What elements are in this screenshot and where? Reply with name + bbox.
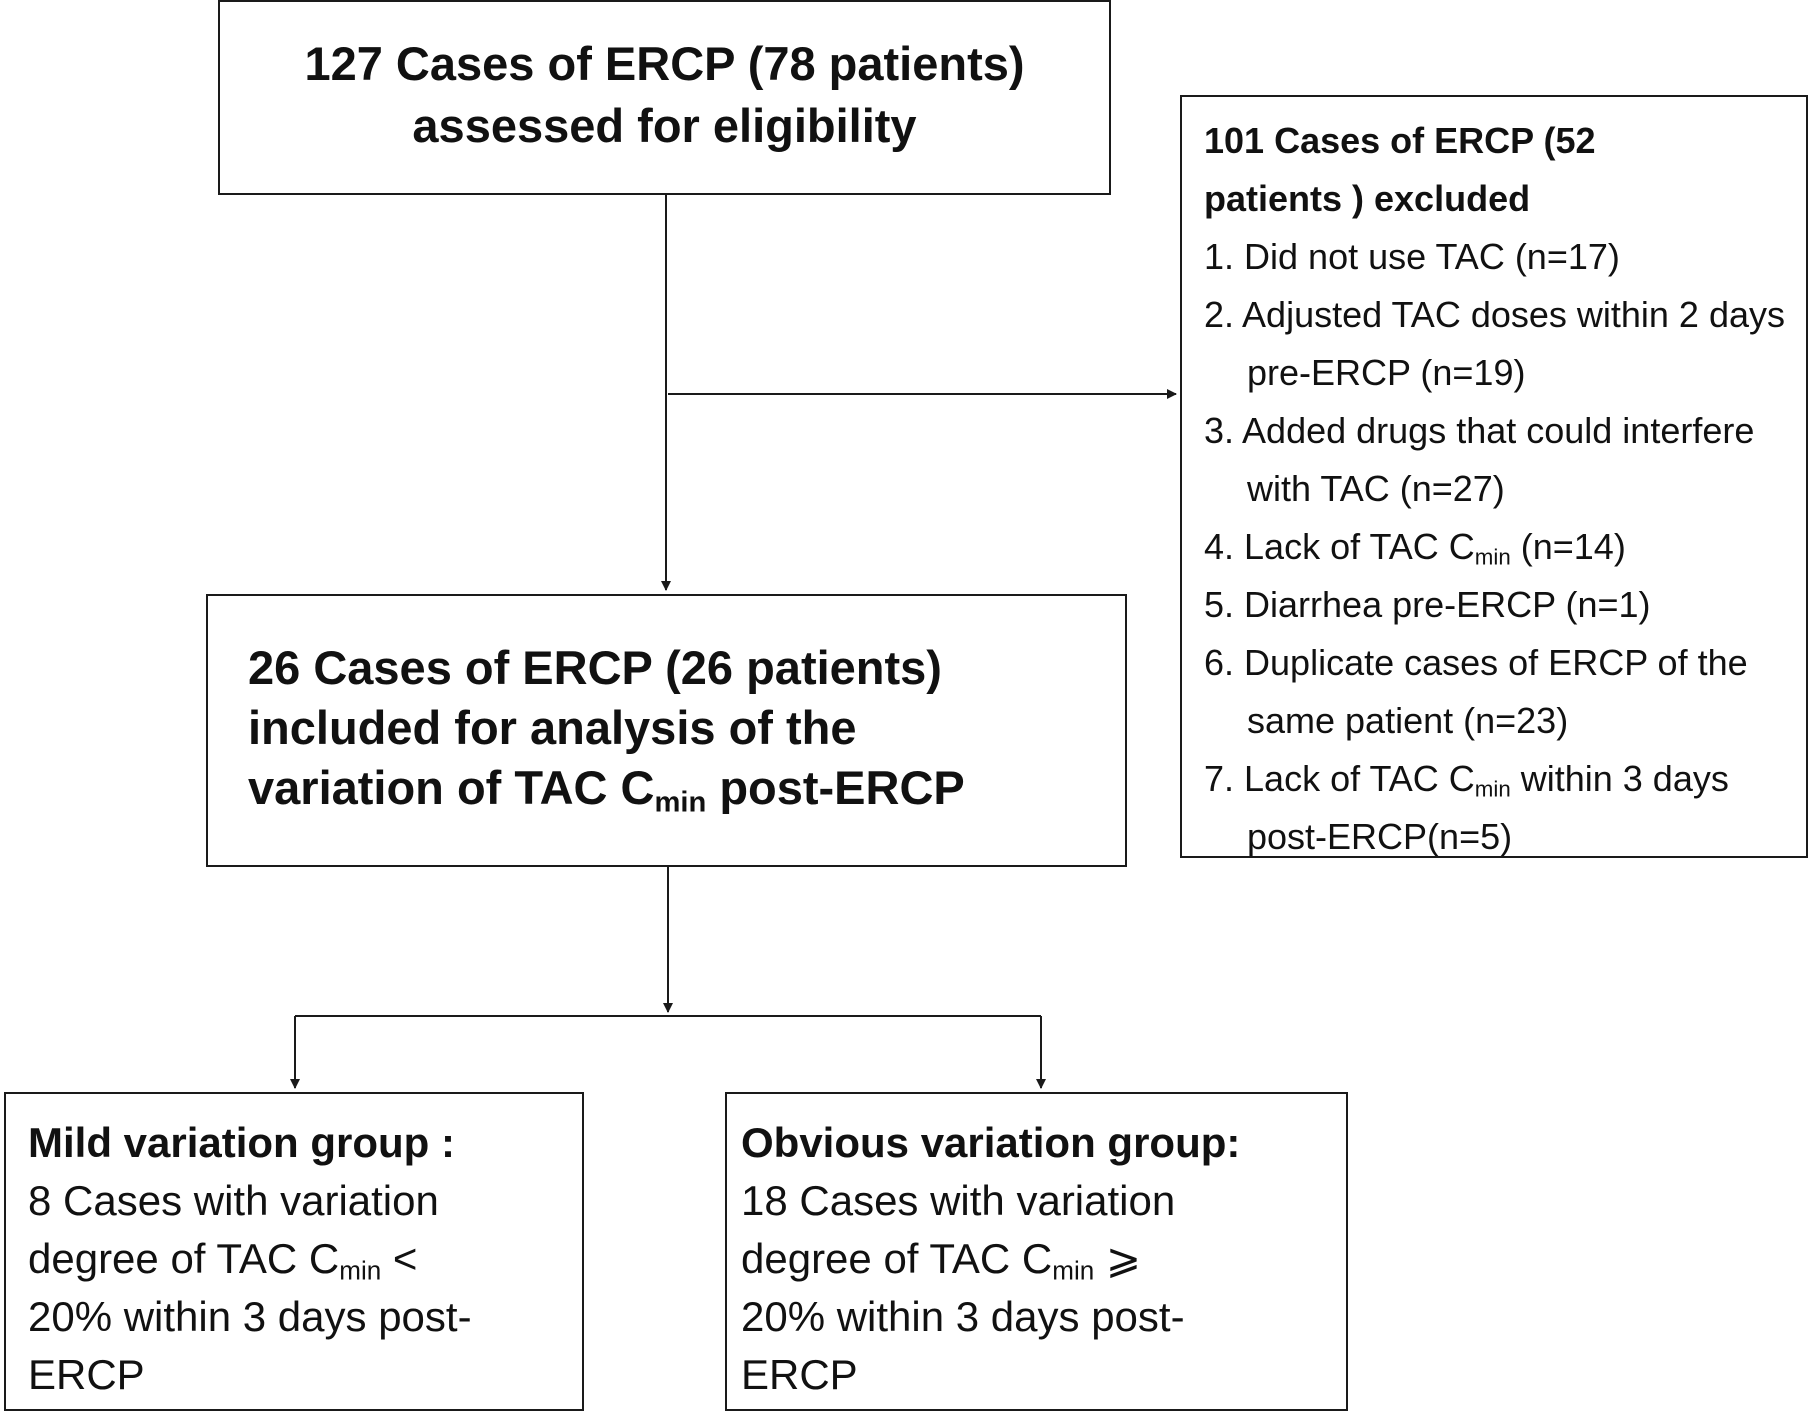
exclusion-item-4: 4. Lack of TAC Cmin (n=14) <box>1204 526 1626 570</box>
mild-line2: degree of TAC Cmin < <box>28 1235 418 1286</box>
obvious-line2: degree of TAC Cmin ⩾ <box>741 1235 1142 1286</box>
exclusion-item-6: 6. Duplicate cases of ERCP of the same p… <box>1204 642 1748 741</box>
included-line3: variation of TAC Cmin post-ERCP <box>248 761 965 819</box>
mild-line4: ERCP <box>28 1351 145 1398</box>
mild-title: Mild variation group : <box>28 1119 455 1166</box>
eligibility-line2: assessed for eligibility <box>412 99 917 152</box>
obvious-line1: 18 Cases with variation <box>741 1177 1176 1224</box>
eligibility-box: 127 Cases of ERCP (78 patients) assessed… <box>218 0 1111 195</box>
exclusion-item-5: 5. Diarrhea pre-ERCP (n=1) <box>1204 584 1651 625</box>
exclusion-item-3: 3. Added drugs that could interfere with… <box>1204 410 1755 509</box>
included-box: 26 Cases of ERCP (26 patients) included … <box>206 594 1127 867</box>
mild-line3: 20% within 3 days post- <box>28 1293 472 1340</box>
excluded-heading-line2: patients ) excluded <box>1204 178 1531 219</box>
obvious-line4: ERCP <box>741 1351 858 1398</box>
included-line2: included for analysis of the <box>248 701 857 754</box>
excluded-heading-line1: 101 Cases of ERCP (52 <box>1204 120 1596 161</box>
included-line1: 26 Cases of ERCP (26 patients) <box>248 641 942 694</box>
obvious-variation-box: Obvious variation group: 18 Cases with v… <box>725 1092 1348 1411</box>
mild-variation-box: Mild variation group : 8 Cases with vari… <box>4 1092 584 1411</box>
exclusion-item-1: 1. Did not use TAC (n=17) <box>1204 236 1620 277</box>
obvious-line3: 20% within 3 days post- <box>741 1293 1185 1340</box>
exclusion-item-7: 7. Lack of TAC Cmin within 3 days post-E… <box>1204 758 1729 857</box>
exclusion-item-2: 2. Adjusted TAC doses within 2 days pre-… <box>1204 294 1785 393</box>
obvious-title: Obvious variation group: <box>741 1119 1241 1166</box>
mild-line1: 8 Cases with variation <box>28 1177 439 1224</box>
eligibility-line1: 127 Cases of ERCP (78 patients) <box>304 37 1025 90</box>
excluded-box: 101 Cases of ERCP (52 patients ) exclude… <box>1180 95 1808 858</box>
